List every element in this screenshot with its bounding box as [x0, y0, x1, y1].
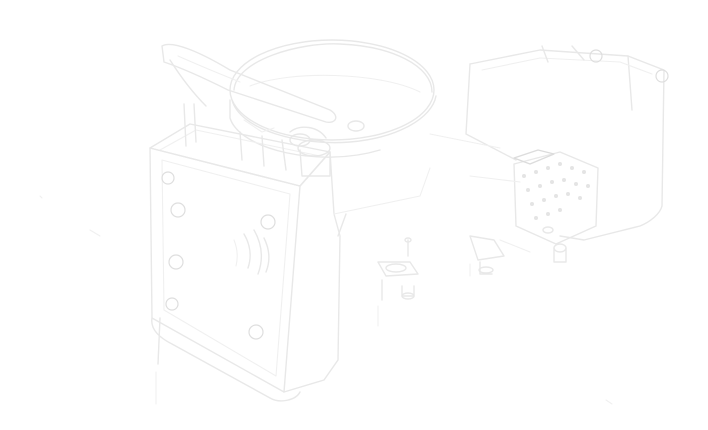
- cable-loop: [161, 39, 437, 158]
- socket-grid: [522, 162, 590, 220]
- edge-marks: [39, 195, 613, 405]
- panel-module: [429, 45, 669, 263]
- control-box: [149, 103, 431, 405]
- small-fittings: [377, 235, 531, 327]
